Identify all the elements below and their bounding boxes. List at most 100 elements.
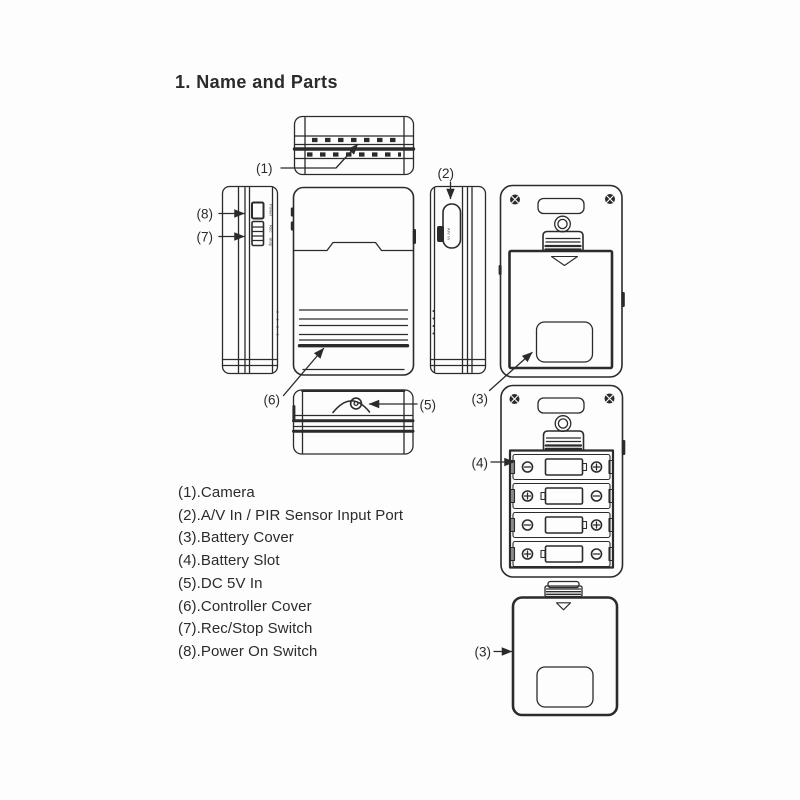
tab-ridges <box>545 588 582 595</box>
battery-nub <box>581 462 588 472</box>
plus-terminal <box>521 548 534 560</box>
rec-switch-label: Rec <box>269 225 274 233</box>
callout-6: (6) <box>264 393 281 408</box>
callout-7: (7) <box>197 230 214 245</box>
left-side-outline <box>221 185 279 375</box>
back-outline <box>499 184 623 378</box>
dc-jack-hole <box>349 397 363 410</box>
tripod-hole <box>554 215 571 233</box>
battery-slot <box>510 453 614 481</box>
latch-button-nub <box>621 440 626 455</box>
latch-ridges <box>545 437 582 443</box>
back-open-outline <box>500 384 624 578</box>
minus-terminal <box>521 519 534 531</box>
switch-ridges <box>251 226 264 242</box>
label-recess <box>536 666 594 708</box>
callout-6-leader <box>282 347 325 397</box>
contact-plate <box>510 546 516 562</box>
left-side-view: Power Rec Stop <box>221 185 279 375</box>
dc-jack-pin <box>353 400 359 407</box>
minus-terminal <box>590 490 603 502</box>
callout-2: (2) <box>438 166 455 181</box>
chevron-down-icon <box>550 255 579 267</box>
bottom-view <box>292 389 415 455</box>
parts-list-item: (3).Battery Cover <box>178 529 294 547</box>
side-port-nub <box>412 229 416 244</box>
plus-terminal <box>590 461 603 473</box>
battery-outline <box>544 545 584 563</box>
base-lines <box>221 358 279 367</box>
plus-terminal <box>590 519 603 531</box>
battery-compartment <box>508 449 615 569</box>
front-view <box>290 186 416 376</box>
cover-latch <box>542 430 585 451</box>
contact-plate <box>608 488 614 504</box>
top-view <box>292 115 416 176</box>
screw-icon <box>509 394 520 404</box>
av-port-knob <box>437 226 444 242</box>
tripod-hole <box>554 415 572 432</box>
screw-icon <box>605 194 615 204</box>
callout-3-leader <box>488 351 533 392</box>
minus-terminal <box>521 461 534 473</box>
av-port-label: A/V In <box>447 228 452 240</box>
tripod-hole-inner <box>557 218 568 230</box>
callout-3b: (3) <box>475 645 492 660</box>
edge-nub <box>498 265 502 275</box>
rec-stop-switch <box>251 220 265 247</box>
contact-plate <box>608 459 614 475</box>
parts-list-item: (5).DC 5V In <box>178 574 263 592</box>
battery-slot <box>510 482 614 510</box>
controller-cover-lines <box>298 309 409 341</box>
battery-nub <box>540 549 546 559</box>
base-lines <box>429 358 487 367</box>
seam-lines <box>433 186 473 374</box>
callout-8: (8) <box>197 207 214 222</box>
stop-switch-label: Stop <box>269 238 274 248</box>
contact-plate <box>608 517 614 533</box>
edge-dots <box>276 311 279 336</box>
band-lines <box>292 414 414 428</box>
battery-nub <box>581 520 588 530</box>
callout-3: (3) <box>472 392 489 407</box>
callout-4: (4) <box>472 456 489 471</box>
contact-plate <box>510 488 516 504</box>
screw-icon <box>510 194 520 205</box>
cover-tab-top <box>547 580 580 589</box>
right-side-view: A/V In <box>429 185 487 375</box>
power-switch <box>251 201 265 220</box>
top-view-outline <box>293 115 415 176</box>
parts-list-item: (4).Battery Slot <box>178 552 280 570</box>
parts-list-item: (7).Rec/Stop Switch <box>178 620 313 638</box>
latch-ridges <box>545 237 581 243</box>
tripod-hole-inner <box>557 418 569 429</box>
seam-lines <box>304 116 405 175</box>
latch-ridges-dark <box>544 244 582 251</box>
contact-plate <box>608 546 614 562</box>
side-switch-nub <box>290 221 294 231</box>
front-outline <box>292 186 415 376</box>
contact-plate <box>510 517 516 533</box>
callout-1-leader <box>280 143 359 169</box>
latch-ridges-dark <box>544 444 583 450</box>
battery-cover-view <box>511 580 619 717</box>
hanging-slot <box>537 397 585 414</box>
battery-slot <box>510 511 614 539</box>
parts-list-item: (6).Controller Cover <box>178 597 312 615</box>
cover-latch <box>542 230 584 252</box>
parts-list-item: (1).Camera <box>178 484 255 501</box>
edge-dots <box>432 310 435 335</box>
minus-terminal <box>590 548 603 560</box>
cover-outline <box>511 596 619 717</box>
right-side-outline <box>429 185 487 375</box>
battery-outline <box>544 516 584 534</box>
plus-terminal <box>521 490 534 502</box>
battery-outline <box>544 458 584 476</box>
side-switch-nub <box>290 207 294 217</box>
parts-list-item: (2).A/V In / PIR Sensor Input Port <box>178 506 404 524</box>
band-lines-thick <box>292 419 415 433</box>
callout-1: (1) <box>256 161 273 176</box>
page-title: 1. Name and Parts <box>175 72 338 92</box>
